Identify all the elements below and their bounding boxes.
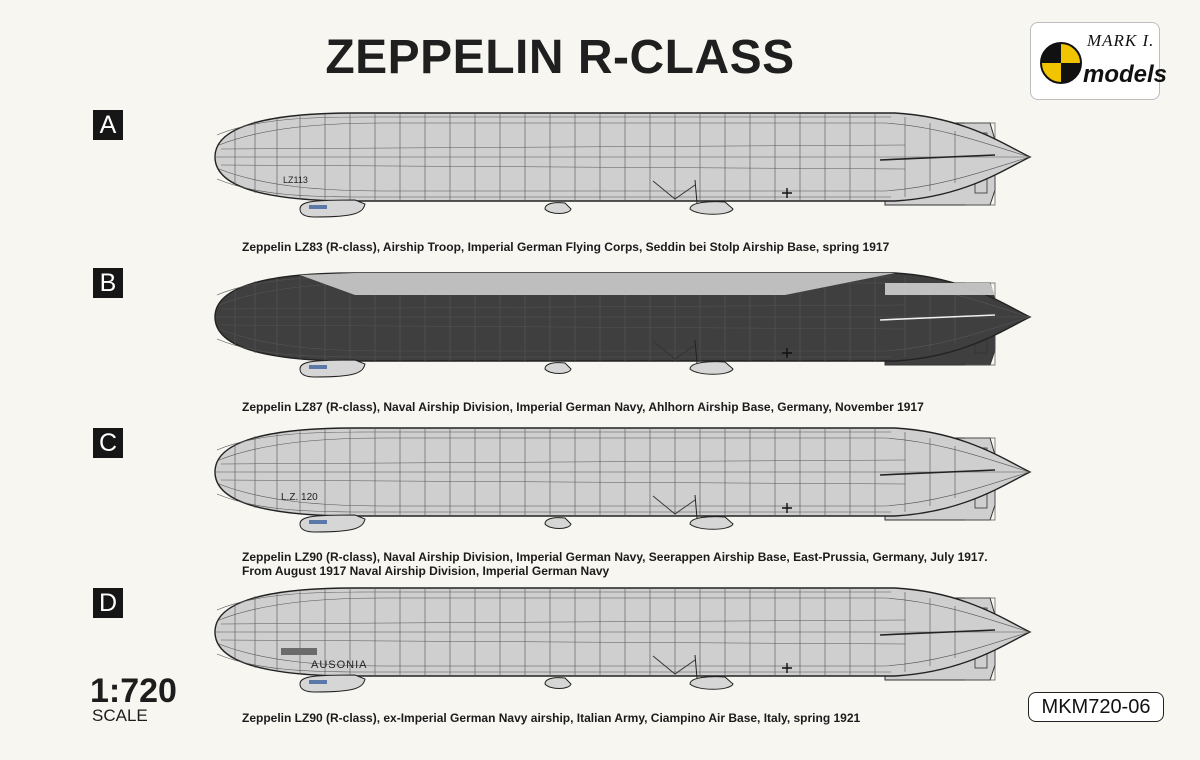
hull-paint-patch — [281, 648, 317, 655]
hull-marking: LZ113 — [283, 175, 308, 185]
scale-indicator: 1:720 SCALE — [90, 674, 177, 724]
hull-marking: AUSONIA — [311, 659, 368, 671]
logo-mark-text: MARK I. — [1087, 31, 1155, 50]
airship-profile-b — [205, 265, 1035, 385]
profile-letter-a: A — [93, 110, 123, 140]
product-code-badge: MKM720-06 — [1028, 692, 1164, 722]
profile-letter-d: D — [93, 588, 123, 618]
zeppelin-side-view-c: L.Z. 120 — [205, 420, 1035, 540]
zeppelin-side-view-a: LZ113 — [205, 105, 1035, 225]
logo-models-text: models — [1083, 61, 1168, 88]
profile-caption-a: Zeppelin LZ83 (R-class), Airship Troop, … — [242, 240, 890, 254]
airship-profile-c: L.Z. 120 — [205, 420, 1035, 540]
zeppelin-side-view-b — [205, 265, 1035, 385]
profile-letter-c: C — [93, 428, 123, 458]
zeppelin-side-view-d: AUSONIA — [205, 580, 1035, 700]
hull-marking: L.Z. 120 — [281, 492, 318, 503]
profile-caption-c: Zeppelin LZ90 (R-class), Naval Airship D… — [242, 550, 988, 578]
mark-i-models-logo: MARK I. models — [1030, 22, 1167, 100]
scale-label: SCALE — [92, 706, 148, 725]
roundel-icon — [1040, 42, 1082, 84]
profile-caption-b: Zeppelin LZ87 (R-class), Naval Airship D… — [242, 400, 924, 414]
profile-letter-b: B — [93, 268, 123, 298]
scale-ratio: 1:720 — [90, 672, 177, 710]
page-title: ZEPPELIN R-CLASS — [325, 31, 795, 84]
profile-caption-d: Zeppelin LZ90 (R-class), ex-Imperial Ger… — [242, 711, 861, 725]
airship-profile-a: LZ113 — [205, 105, 1035, 225]
airship-profile-d: AUSONIA — [205, 580, 1035, 700]
